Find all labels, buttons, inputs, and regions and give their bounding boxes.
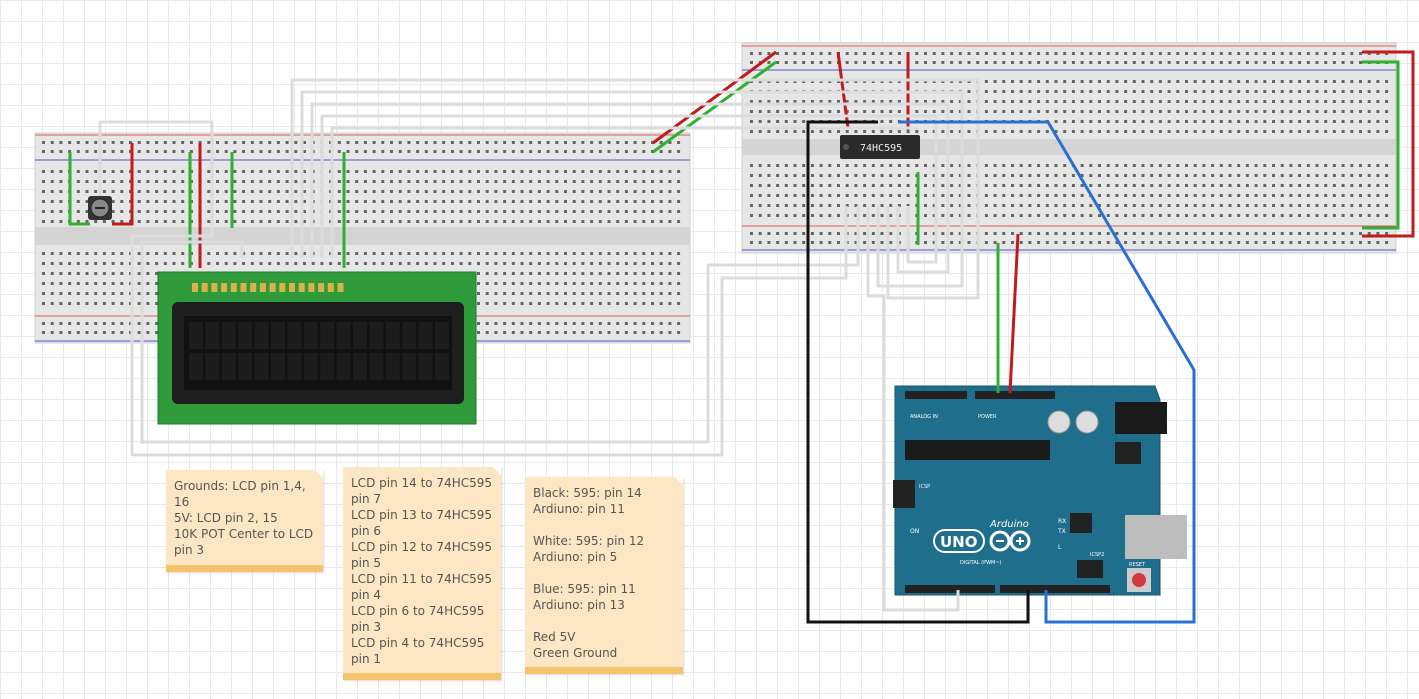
- sticky-note-wire-colors[interactable]: Black: 595: pin 14 Ardiuno: pin 11 White…: [525, 477, 683, 674]
- icsp2-label: ICSP2: [1090, 552, 1104, 558]
- note-line: Black: 595: pin 14: [533, 486, 642, 500]
- power-jack: [1115, 402, 1167, 434]
- note-bar: [525, 667, 683, 674]
- reset-label: RESET: [1129, 562, 1146, 568]
- note-line: pin 1: [351, 652, 382, 666]
- reset-button[interactable]: [1127, 568, 1151, 592]
- l-label: L: [1058, 544, 1062, 551]
- sticky-note-lcd-pins[interactable]: LCD pin 14 to 74HC595 pin 7 LCD pin 13 t…: [343, 467, 501, 680]
- note-bar: [166, 565, 323, 572]
- wire-red[interactable]: [1362, 50, 1415, 238]
- wire-white[interactable]: [98, 120, 848, 457]
- note-line: pin 7: [351, 492, 382, 506]
- arduino-uno[interactable]: UNO Arduino ANALOG IN POWER DIGITAL (PWM…: [893, 385, 1187, 596]
- wire-white[interactable]: [310, 102, 950, 274]
- wire-blue[interactable]: [898, 120, 1196, 624]
- wires: [68, 50, 1415, 624]
- potentiometer[interactable]: [88, 196, 112, 220]
- note-line: LCD pin 11 to 74HC595: [351, 572, 493, 586]
- note-line: Grounds: LCD pin 1,4,: [174, 479, 306, 493]
- wire-green[interactable]: [68, 152, 90, 226]
- uno-logo-text: UNO: [940, 533, 978, 551]
- analog-in-label: ANALOG IN: [910, 414, 938, 420]
- note-line: LCD pin 4 to 74HC595: [351, 636, 485, 650]
- note-line: White: 595: pin 12: [533, 534, 645, 548]
- lcd-pin-header: [192, 283, 344, 292]
- lcd-module[interactable]: [157, 271, 477, 425]
- note-line: Ardiuno: pin 5: [533, 550, 618, 564]
- icsp-label: ICSP: [919, 484, 930, 490]
- note-bar: [343, 673, 501, 680]
- note-line: 16: [174, 495, 190, 509]
- note-line: [533, 517, 675, 533]
- on-label: ON: [910, 528, 919, 535]
- note-line: Ardiuno: pin 13: [533, 598, 625, 612]
- note-line: [533, 613, 675, 629]
- digital-label: DIGITAL (PWM~): [960, 560, 1002, 566]
- power-label: POWER: [978, 414, 997, 420]
- sticky-note-grounds[interactable]: Grounds: LCD pin 1,4, 16 5V: LCD pin 2, …: [166, 470, 323, 572]
- note-line: LCD pin 14 to 74HC595: [351, 476, 493, 490]
- wire-green[interactable]: [652, 60, 777, 154]
- wire-green[interactable]: [1362, 60, 1400, 230]
- note-line: 5V: LCD pin 2, 15: [174, 511, 278, 525]
- lcd-character-grid: [189, 322, 449, 380]
- note-line: pin 4: [351, 588, 382, 602]
- rx-label: RX: [1058, 518, 1066, 525]
- note-fold: [493, 467, 501, 475]
- note-line: LCD pin 12 to 74HC595: [351, 540, 493, 554]
- wire-red[interactable]: [1008, 233, 1020, 394]
- wire-white[interactable]: [330, 126, 918, 258]
- wire-white[interactable]: [140, 206, 860, 444]
- arduino-logo-icon: [989, 530, 1031, 552]
- wire-white[interactable]: [866, 206, 960, 612]
- note-line: [533, 565, 675, 581]
- arduino-brand-text: Arduino: [989, 519, 1029, 530]
- note-line: pin 5: [351, 556, 382, 570]
- note-line: pin 6: [351, 524, 382, 538]
- shift-register-chip[interactable]: 74HC595: [840, 135, 920, 159]
- note-line: Blue: 595: pin 11: [533, 582, 636, 596]
- note-line: Ardiuno: pin 11: [533, 502, 625, 516]
- wire-black[interactable]: [806, 120, 1030, 624]
- note-line: 10K POT Center to LCD: [174, 527, 314, 541]
- wire-white[interactable]: [300, 90, 964, 288]
- wire-red[interactable]: [112, 143, 134, 226]
- wire-white[interactable]: [320, 114, 938, 264]
- chip-label: 74HC595: [860, 143, 902, 154]
- note-line: pin 3: [174, 543, 205, 557]
- note-line: LCD pin 6 to 74HC595: [351, 604, 485, 618]
- usb-port: [1125, 515, 1187, 559]
- wire-white[interactable]: [290, 78, 980, 300]
- note-fold: [675, 477, 683, 485]
- tx-label: TX: [1057, 528, 1066, 535]
- note-line: LCD pin 13 to 74HC595: [351, 508, 493, 522]
- note-line: Green Ground: [533, 646, 618, 660]
- note-line: Red 5V: [533, 630, 576, 644]
- note-line: pin 3: [351, 620, 382, 634]
- note-fold: [315, 470, 323, 478]
